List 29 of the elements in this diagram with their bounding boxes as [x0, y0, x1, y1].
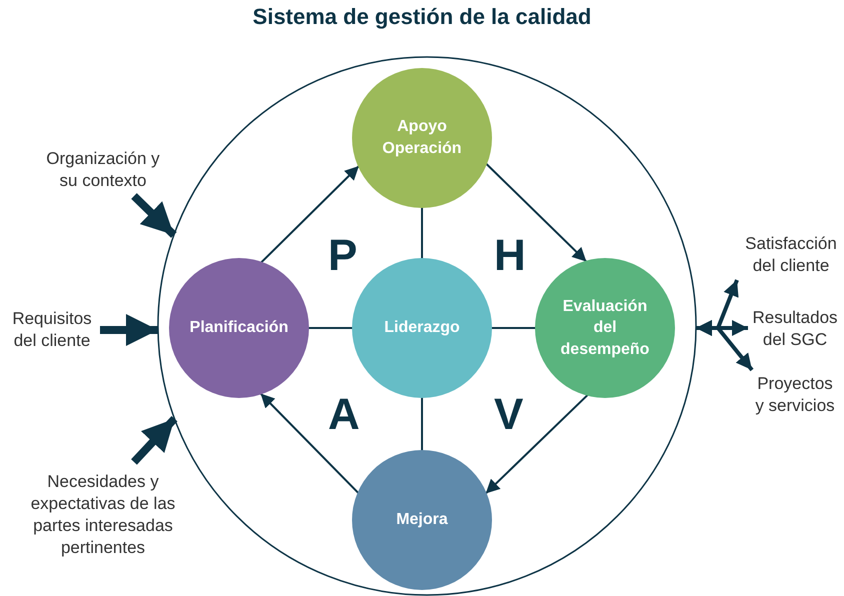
process-label: Liderazgo — [384, 318, 460, 338]
input-output-label: Proyectos y servicios — [754, 372, 836, 417]
phase-letter: H — [494, 234, 526, 278]
connector-line — [421, 397, 423, 451]
process-label: Evaluación del desempeño — [560, 296, 650, 360]
process-label: Planificación — [190, 318, 288, 338]
arrow — [131, 193, 177, 238]
process-label: Mejora — [396, 510, 448, 530]
diagram-title: Sistema de gestión de la calidad — [252, 4, 592, 30]
arrow — [485, 394, 588, 494]
arrow — [131, 416, 178, 465]
process-label: Apoyo — [397, 117, 447, 138]
input-output-label: Satisfacción del cliente — [744, 232, 838, 277]
arrow — [485, 162, 588, 262]
process-label: Operación — [382, 139, 462, 159]
arrow — [100, 314, 158, 346]
input-output-label: Necesidades y expectativas de las partes interesadas pertinentes — [30, 470, 176, 560]
phase-letter: P — [328, 234, 358, 278]
connector-line — [308, 327, 353, 329]
input-output-label: Resultados del SGC — [751, 306, 839, 351]
connector-line — [491, 327, 536, 329]
phase-letter: A — [328, 393, 360, 437]
arrow — [696, 320, 754, 372]
connector-line — [421, 207, 423, 259]
phase-letter: V — [494, 393, 524, 437]
arrow — [260, 165, 360, 264]
input-output-label: Requisitos del cliente — [11, 308, 93, 352]
arrow — [260, 392, 360, 494]
input-output-label: Organización y su contexto — [46, 148, 160, 192]
